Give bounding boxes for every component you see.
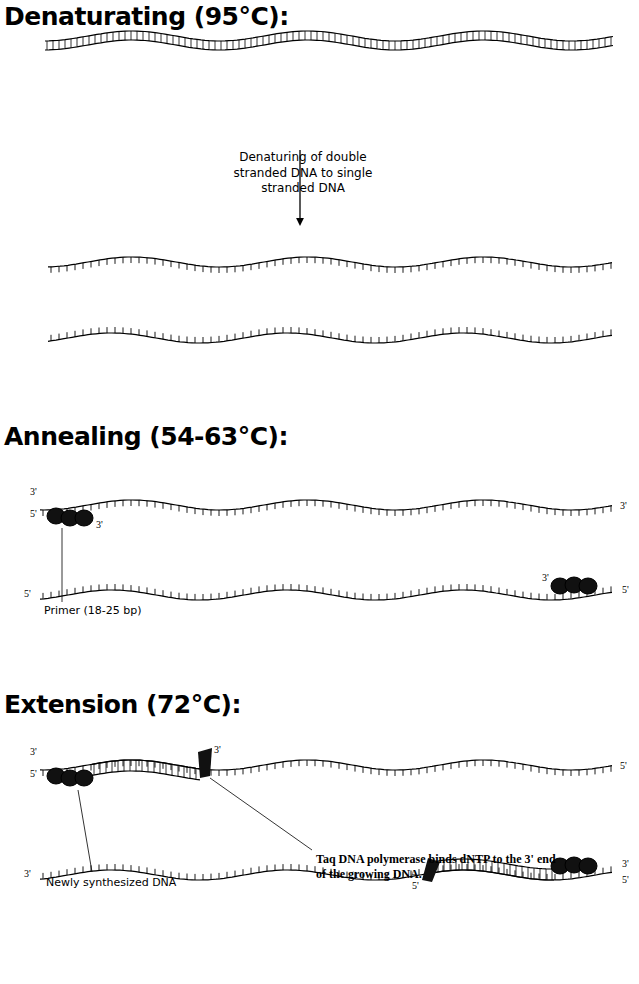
strand-end-label: 5' bbox=[622, 874, 629, 885]
strand-end-label: 3' bbox=[620, 500, 627, 511]
section-heading: Extension (72°C): bbox=[4, 690, 241, 719]
strand-end-label: 5' bbox=[412, 880, 419, 891]
primer-label: Primer (18-25 bp) bbox=[44, 604, 142, 617]
strand-end-label: 3' bbox=[622, 858, 629, 869]
strand-end-label: 3' bbox=[214, 744, 221, 755]
dna-strand bbox=[40, 500, 612, 510]
strand-end-label: 5' bbox=[30, 768, 37, 779]
section-heading: Denaturating (95°C): bbox=[4, 2, 289, 31]
strand-end-label: 5' bbox=[620, 760, 627, 771]
dna-strand bbox=[40, 760, 612, 770]
leader-line bbox=[62, 528, 63, 602]
base-ticks bbox=[43, 500, 611, 516]
dna-strand bbox=[48, 257, 612, 267]
dna-double-strand bbox=[47, 31, 611, 50]
dna-double-strand bbox=[94, 760, 196, 779]
strand-end-label: 3' bbox=[542, 572, 549, 583]
strand-end-label: 3' bbox=[96, 519, 103, 530]
part-label: Newly synthesized DNA bbox=[46, 876, 176, 889]
dna-strand bbox=[48, 333, 612, 343]
leader-line bbox=[78, 790, 92, 872]
strand-end-label: 3' bbox=[30, 486, 37, 497]
base-ticks bbox=[51, 257, 611, 273]
base-ticks bbox=[43, 760, 611, 776]
base-ticks bbox=[51, 327, 611, 343]
section-heading: Annealing (54-63°C): bbox=[4, 422, 288, 451]
strand-end-label: 5' bbox=[24, 588, 31, 599]
process-note: Denaturing of double stranded DNA to sin… bbox=[218, 150, 388, 197]
polymerase bbox=[198, 748, 212, 778]
strand-end-label: 5' bbox=[622, 584, 629, 595]
dna-double-strand bbox=[45, 40, 613, 50]
dna-strand bbox=[40, 590, 612, 600]
base-ticks bbox=[43, 584, 611, 600]
strand-end-label: 3' bbox=[24, 868, 31, 879]
process-note: Taq DNA polymerase binds dNTP to the 3' … bbox=[316, 852, 566, 882]
strand-end-label: 3' bbox=[30, 746, 37, 757]
strand-end-label: 5' bbox=[30, 508, 37, 519]
leader-line bbox=[210, 778, 312, 850]
